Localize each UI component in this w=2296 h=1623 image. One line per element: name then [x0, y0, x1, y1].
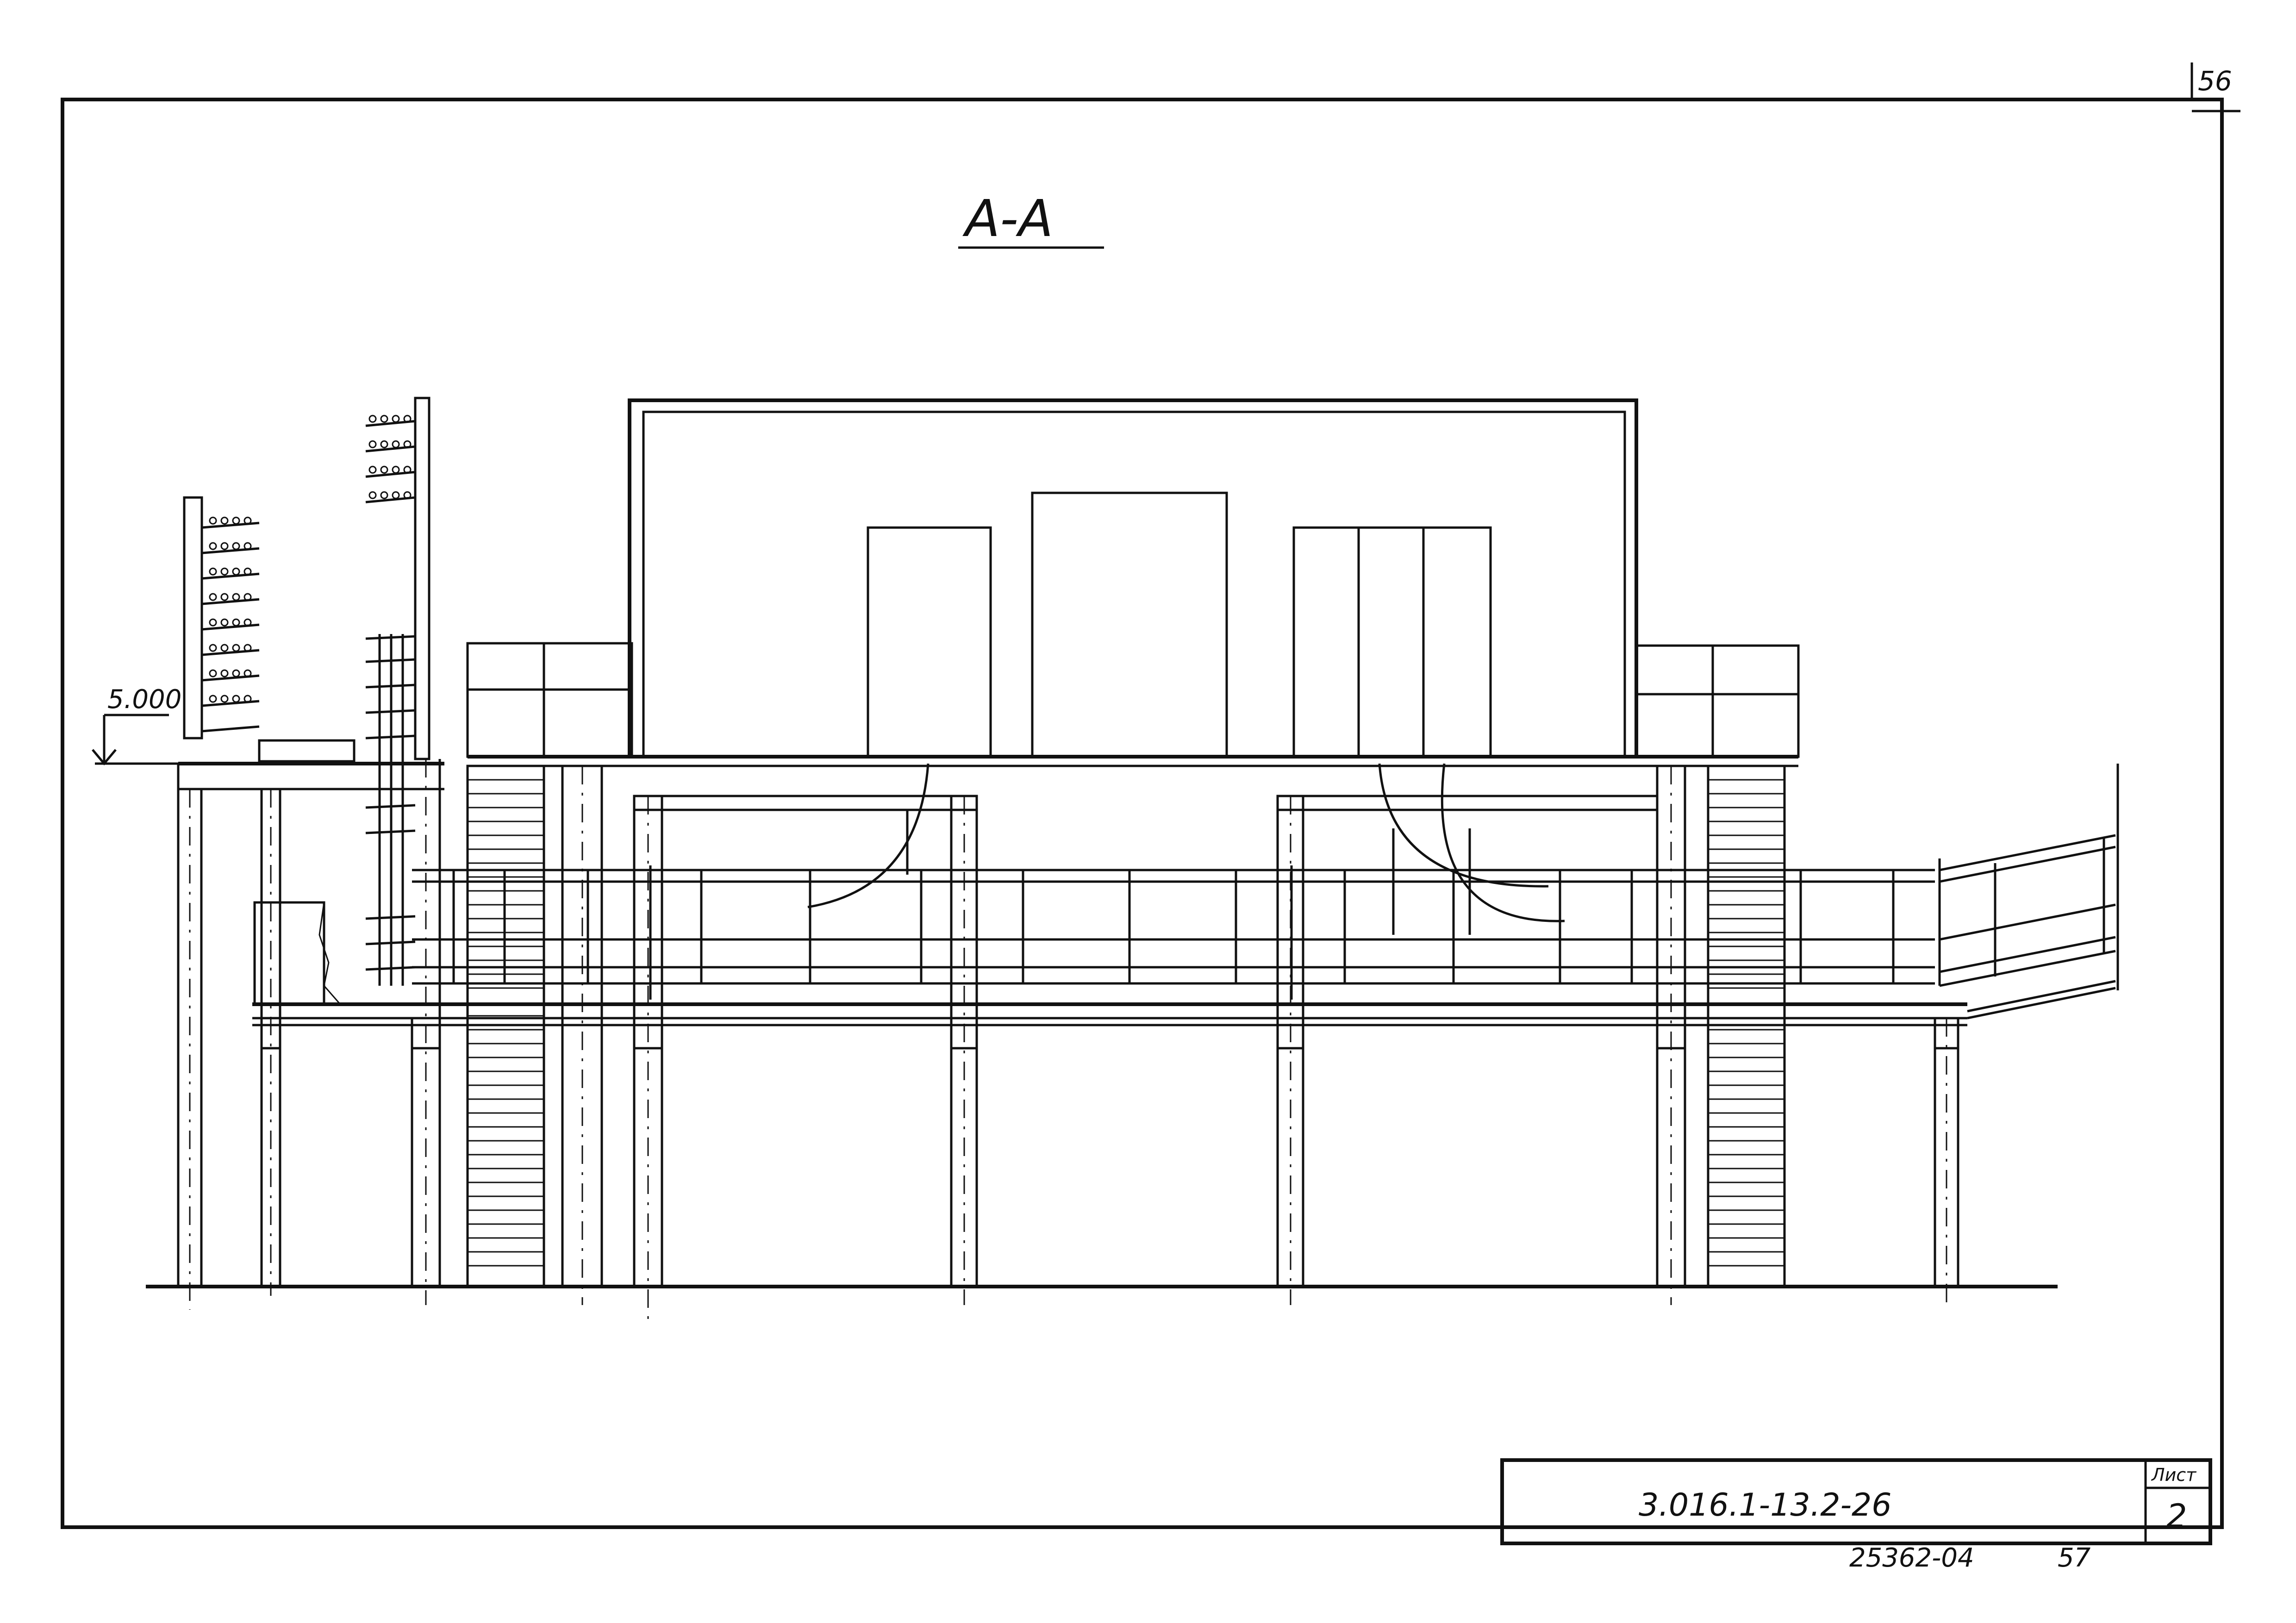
left-support-structure	[177, 764, 341, 1310]
elevation-mark: 5.000	[107, 684, 181, 715]
columns	[411, 759, 1959, 1324]
sheet-frame	[61, 62, 2240, 1529]
upper-building-block	[628, 398, 1638, 759]
platform-railing	[412, 865, 1935, 1000]
tall-cable-mast	[365, 397, 430, 986]
title-block: 3.016.1-13.2-26 Лист 2	[1500, 1458, 2212, 1545]
right-side-block	[1635, 644, 1800, 758]
portal-frames	[633, 795, 1659, 811]
left-cable-rack	[183, 496, 356, 763]
elevation-marker: 5.000	[92, 684, 181, 765]
archive-page: 57	[2058, 1543, 2091, 1573]
section-title: А-А	[962, 189, 1053, 248]
section-title-group: А-А	[958, 189, 1104, 249]
sheet-label: Лист	[2151, 1465, 2197, 1485]
sheet-number: 56	[2198, 65, 2232, 97]
upper-slab	[178, 755, 1798, 790]
document-code: 3.016.1-13.2-26	[1639, 1487, 1892, 1524]
platform-beam	[252, 1002, 1967, 1050]
left-side-block	[466, 642, 633, 758]
sheet-value: 2	[2166, 1497, 2187, 1535]
ramp-railing	[1938, 764, 2119, 1020]
archive-number: 25362-04	[1849, 1543, 1974, 1573]
